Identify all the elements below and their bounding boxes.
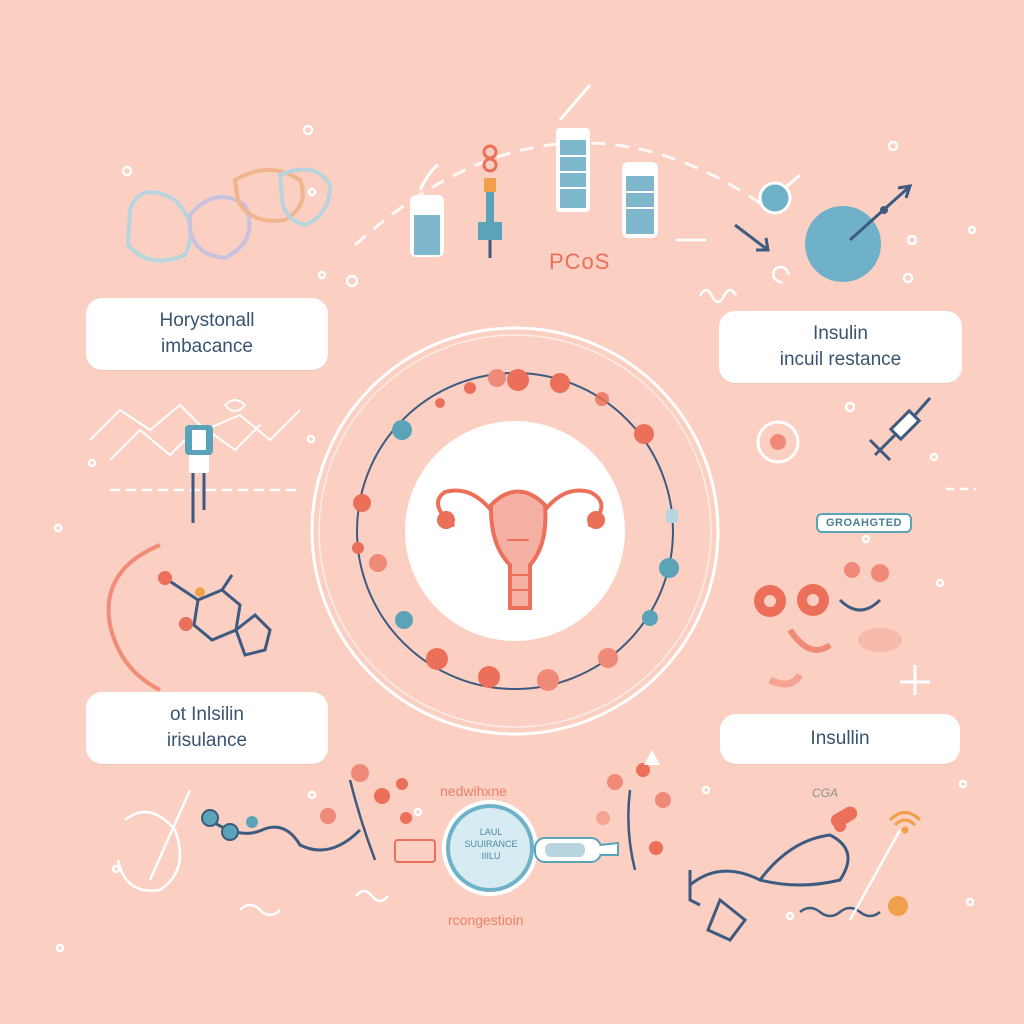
vial-icon-2 — [622, 162, 658, 238]
hormonal-imbalance-card: Horystonall imbacance — [86, 298, 328, 370]
wifi-icon — [888, 811, 922, 834]
decorative-dots — [53, 124, 977, 953]
target-icon — [805, 184, 913, 282]
chip-label: LAUL SUUIRANCE IIILU — [447, 826, 535, 862]
probe-icon — [185, 425, 213, 523]
network-node — [221, 823, 239, 841]
insulin-card-right: Insullin — [720, 714, 960, 764]
card-line-2: incuil restance — [779, 349, 902, 370]
decorative-squiggles — [239, 238, 976, 917]
status-badge: GROAHGTED — [816, 513, 912, 533]
sun-icon — [888, 896, 908, 916]
chip-line-1: LAUL — [479, 827, 503, 837]
molecule-node — [179, 617, 193, 631]
top-arc-hook — [558, 84, 592, 121]
card-line-2: imbacance — [161, 336, 253, 357]
chip-line-3: IIILU — [481, 851, 501, 861]
left-arc — [106, 543, 161, 692]
bottom-left-network — [116, 789, 362, 892]
gear-icon-cluster — [754, 562, 902, 688]
caption-bottom: rcongestioin — [448, 912, 524, 928]
ovary-left — [437, 511, 455, 529]
plus-icon — [900, 665, 930, 695]
network-node — [201, 809, 219, 827]
molecule-node — [158, 571, 172, 585]
test-tube-icon — [410, 163, 444, 257]
syringe-icon-right — [868, 397, 932, 462]
chain-links-icon — [125, 167, 333, 263]
card-line-2: irisulance — [166, 730, 248, 751]
flower-icon-right — [596, 763, 671, 871]
card-line-1: Insulin — [813, 323, 868, 344]
card-line-1: ot Inlsilin — [170, 704, 244, 725]
molecule-icon — [164, 574, 272, 657]
caption-top: nedwihxne — [440, 783, 507, 799]
capsule-icon — [394, 800, 619, 896]
ring-node-icons — [352, 369, 679, 691]
card-line-1: Insullin — [810, 728, 870, 749]
network-node — [246, 816, 258, 828]
outer-ring-faint — [318, 334, 712, 728]
gear-icon — [756, 420, 800, 464]
wave-line — [799, 906, 881, 918]
top-dashed-arc — [353, 141, 771, 247]
warning-icon — [644, 750, 660, 765]
loop-icon — [688, 833, 850, 942]
chip-line-2: SUUIRANCE — [464, 839, 518, 849]
magnifier-icon — [758, 173, 801, 215]
syringe-icon — [478, 144, 502, 258]
capsule-icon-small — [830, 806, 858, 828]
insulin-resistance-card: Insulin incuil restance — [719, 311, 962, 383]
insulin-card-left: ot Inlsilin irisulance — [86, 692, 328, 764]
outer-ring — [310, 326, 720, 736]
molecule-node — [195, 587, 205, 597]
arrow-icon — [734, 223, 770, 252]
corner-label: CGA — [812, 786, 839, 800]
flower-icon — [320, 764, 412, 861]
card-line-1: Horystonall — [159, 310, 255, 331]
pcos-label: PCoS — [549, 249, 611, 274]
ovary-right — [587, 511, 605, 529]
slope-line — [848, 829, 902, 921]
vial-icon — [556, 128, 590, 212]
